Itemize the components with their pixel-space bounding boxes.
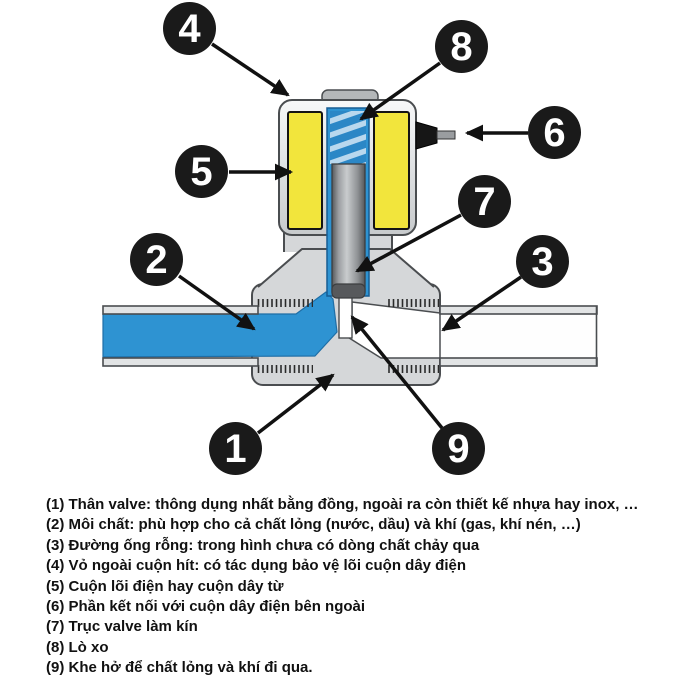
legend: (1) Thân valve: thông dụng nhất bằng đồn… <box>46 495 696 679</box>
arrow-to-gap <box>350 315 444 430</box>
callout-6-badge: 6 <box>528 106 581 159</box>
arrow-to-fluid <box>177 274 256 331</box>
legend-item-4: (4) Vỏ ngoài cuộn hít: có tác dụng bảo v… <box>46 557 467 575</box>
legend-item-9: (9) Khe hở để chất lỏng và khí đi qua. <box>46 659 313 677</box>
callout-2-badge: 2 <box>130 233 183 286</box>
right-pipe <box>439 305 598 367</box>
callout-4-badge: 4 <box>163 2 216 55</box>
callout-5-badge: 5 <box>175 145 228 198</box>
coil-windings <box>287 111 410 230</box>
callout-8-badge: 8 <box>435 20 488 73</box>
arrow-to-spring <box>359 61 442 121</box>
legend-item-1: (1) Thân valve: thông dụng nhất bằng đồn… <box>46 496 639 513</box>
legend-item-6: (6) Phần kết nối với cuộn dây điện bên n… <box>46 597 366 615</box>
legend-item-5: (5) Cuộn lõi điện hay cuộn dây từ <box>46 577 284 595</box>
connector-pin <box>415 121 456 150</box>
seat-gap <box>338 295 353 339</box>
right-pipe-interior <box>440 314 597 358</box>
callout-arrows <box>177 42 528 435</box>
legend-item-7: (7) Trục valve làm kín <box>46 618 198 636</box>
valve-illustration <box>102 42 598 435</box>
pipe-threads <box>257 299 439 373</box>
legend-item-2: (2) Môi chất: phù hợp cho cả chất lỏng (… <box>46 516 581 534</box>
arrow-to-plunger <box>355 213 462 273</box>
fluid-blue <box>102 291 338 358</box>
arrow-to-valve-body <box>256 373 335 435</box>
callout-1-badge: 1 <box>209 422 262 475</box>
plunger-stem <box>331 163 366 299</box>
callout-7-badge: 7 <box>458 175 511 228</box>
callout-3-badge: 3 <box>516 235 569 288</box>
legend-item-8: (8) Lò xo <box>46 638 109 656</box>
legend-item-3: (3) Đường ống rỗng: trong hình chưa có d… <box>46 536 480 554</box>
arrow-to-housing <box>211 42 290 97</box>
left-pipe <box>102 305 259 367</box>
arrow-to-empty-pipe <box>441 275 522 332</box>
callout-9-badge: 9 <box>432 422 485 475</box>
